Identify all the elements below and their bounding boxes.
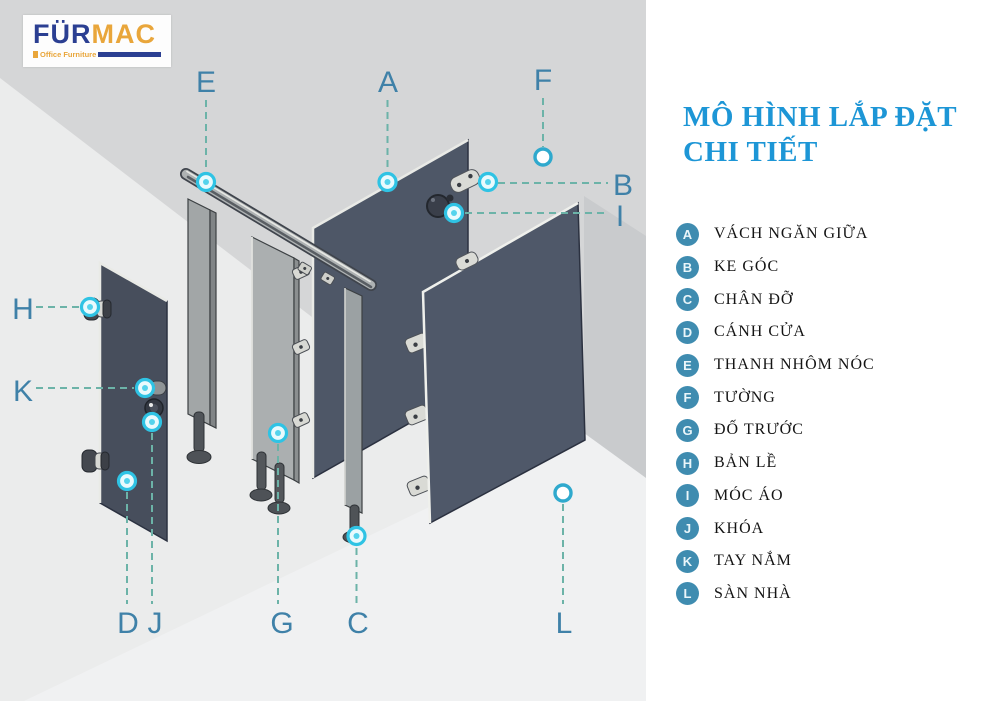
legend-label-g: ĐỐ TRƯỚC <box>714 421 804 439</box>
support-leg-c <box>342 287 366 544</box>
tagline-bar <box>98 52 161 57</box>
leader-lines <box>36 98 608 604</box>
legend-label-j: KHÓA <box>714 519 765 537</box>
callout-letter-l: L <box>556 607 573 640</box>
legend-label-d: CÁNH CỬA <box>714 323 806 341</box>
tagline-square-icon <box>33 51 38 58</box>
legend-badge-l: L <box>676 582 699 606</box>
marker-c <box>346 525 367 547</box>
callout-letter-f: F <box>534 64 552 97</box>
logo-tagline-row: Office Furniture <box>33 50 161 59</box>
marker-b <box>477 171 499 193</box>
legend-item-k: K TAY NẮM <box>676 545 996 578</box>
legend-item-j: J KHÓA <box>676 512 996 545</box>
callout-letter-h: H <box>12 293 34 326</box>
legend-label-a: VÁCH NGĂN GIỮA <box>714 225 869 243</box>
legend-item-b: B KE GÓC <box>676 251 996 284</box>
callout-letter-c: C <box>347 607 369 640</box>
marker-l <box>553 483 573 503</box>
corner-bracket-icon <box>455 251 479 271</box>
marker-a <box>377 171 398 193</box>
furmac-logo: FÜRMAC Office Furniture <box>23 15 171 67</box>
marker-j <box>141 411 163 433</box>
legend-badge-b: B <box>676 255 699 279</box>
stile-bracket-icon <box>291 339 311 355</box>
callout-letter-j: J <box>148 607 163 640</box>
legend-badge-c: C <box>676 288 699 312</box>
aluminium-rail-e <box>180 168 377 291</box>
legend-item-f: F TƯỜNG <box>676 381 996 414</box>
callout-letter-b: B <box>613 169 633 202</box>
callout-letter-g: G <box>270 607 293 640</box>
callout-letter-k: K <box>13 375 33 408</box>
stile-bracket-icon <box>291 412 311 428</box>
marker-g <box>267 422 289 444</box>
door-panel-d <box>98 260 168 543</box>
callout-letter-e: E <box>196 66 216 99</box>
legend-badge-d: D <box>676 320 699 344</box>
wall-right-facet <box>584 196 646 478</box>
callout-letter-d: D <box>117 607 139 640</box>
legend-label-f: TƯỜNG <box>714 388 776 406</box>
legend-badge-h: H <box>676 451 699 475</box>
brand-part-blue: FÜR <box>33 19 92 49</box>
legend-label-c: CHÂN ĐỠ <box>714 290 794 308</box>
page-title: MÔ HÌNH LẮP ĐẶT CHI TIẾT <box>683 100 993 170</box>
marker-i <box>443 202 465 224</box>
hinge-bottom-icon <box>81 449 110 473</box>
floor <box>24 433 646 701</box>
legend-label-l: SÀN NHÀ <box>714 584 792 602</box>
legend-panel: MÔ HÌNH LẮP ĐẶT CHI TIẾT A VÁCH NGĂN GIỮ… <box>660 0 1000 701</box>
legend-badge-f: F <box>676 386 699 410</box>
marker-e <box>195 171 217 193</box>
legend-badge-k: K <box>676 549 699 573</box>
legend-label-i: MÓC ÁO <box>714 486 784 504</box>
brand-part-gold: MAC <box>91 19 156 49</box>
legend-item-g: G ĐỐ TRƯỚC <box>676 414 996 447</box>
legend-badge-a: A <box>676 222 699 246</box>
logo-tagline: Office Furniture <box>40 50 97 59</box>
marker-d <box>116 470 138 492</box>
marker-f <box>533 147 553 167</box>
corner-bracket-b-icon <box>449 169 481 193</box>
partition-panel-right <box>421 201 586 525</box>
legend-badge-g: G <box>676 418 699 442</box>
support-post-left <box>186 198 217 464</box>
coat-hook-i-icon <box>426 194 454 218</box>
legend-badge-e: E <box>676 353 699 377</box>
legend-label-e: THANH NHÔM NÓC <box>714 356 875 374</box>
legend-item-d: D CÁNH CỬA <box>676 316 996 349</box>
page-title-line2: CHI TIẾT <box>683 136 818 168</box>
rail-tab-icon <box>297 261 312 276</box>
legend-badge-i: I <box>676 484 699 508</box>
edge-bracket-icon <box>404 404 430 426</box>
legend-label-h: BẢN LỀ <box>714 454 778 472</box>
legend-label-k: TAY NẮM <box>714 552 792 570</box>
front-stile-g <box>249 236 311 515</box>
point-markers <box>79 147 573 547</box>
callout-letters: E A F B I H K D J G C L <box>12 64 633 640</box>
legend-item-h: H BẢN LỀ <box>676 447 996 480</box>
legend-item-i: I MÓC ÁO <box>676 480 996 513</box>
legend-item-l: L SÀN NHÀ <box>676 578 996 611</box>
legend-list: A VÁCH NGĂN GIỮA B KE GÓC C CHÂN ĐỠ D CÁ… <box>676 218 996 610</box>
installation-diagram: E A F B I H K D J G C L <box>0 0 646 701</box>
legend-badge-j: J <box>676 517 699 541</box>
rail-tab-icon <box>320 271 335 286</box>
marker-k <box>134 377 156 399</box>
callout-letter-a: A <box>378 66 398 99</box>
callout-letter-i: I <box>616 200 624 233</box>
legend-item-a: A VÁCH NGĂN GIỮA <box>676 218 996 251</box>
legend-item-c: C CHÂN ĐỠ <box>676 283 996 316</box>
legend-label-b: KE GÓC <box>714 258 780 276</box>
legend-item-e: E THANH NHÔM NÓC <box>676 349 996 382</box>
marker-h <box>79 296 101 318</box>
brand-name: FÜRMAC <box>33 19 161 49</box>
page-title-line1: MÔ HÌNH LẮP ĐẶT <box>683 101 958 133</box>
